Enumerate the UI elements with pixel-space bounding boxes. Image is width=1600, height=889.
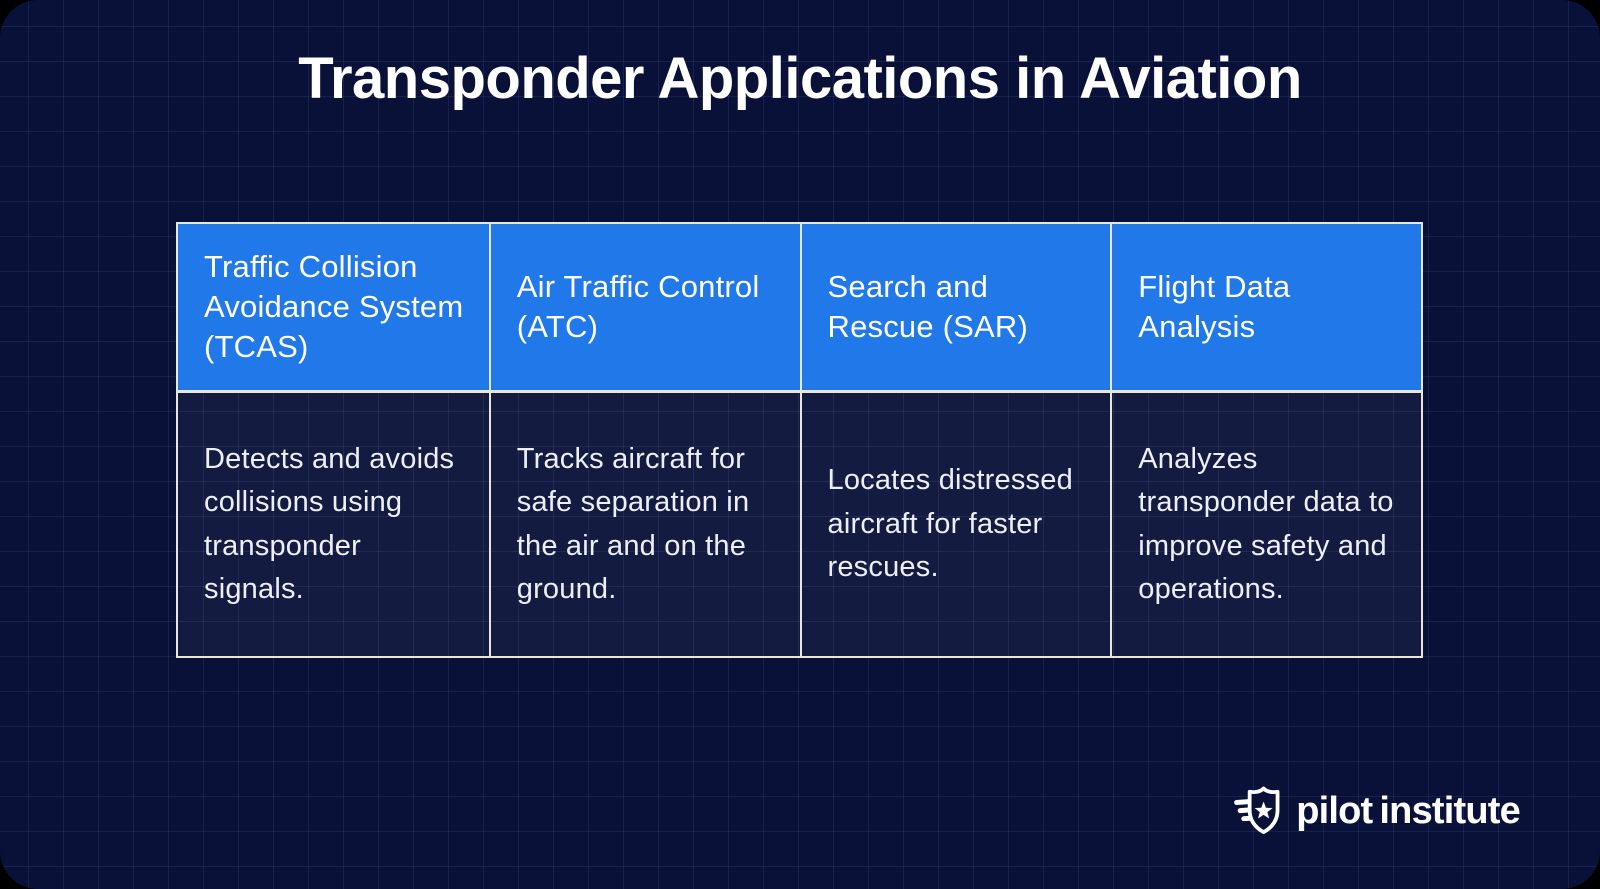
winged-shield-star-icon — [1233, 783, 1287, 839]
body-cell-sar: Locates distressed aircraft for faster r… — [801, 393, 1111, 656]
applications-table: Traffic Collision Avoidance System (TCAS… — [176, 222, 1423, 658]
brand-name-part1: pilot — [1296, 790, 1373, 832]
page-title: Transponder Applications in Aviation — [298, 46, 1302, 111]
brand-name-part2: institute — [1379, 790, 1520, 832]
column-flight-data: Flight Data Analysis Analyzes transponde… — [1110, 224, 1421, 656]
header-cell-tcas: Traffic Collision Avoidance System (TCAS… — [178, 224, 489, 393]
header-cell-atc: Air Traffic Control (ATC) — [490, 224, 800, 393]
header-cell-flight-data: Flight Data Analysis — [1112, 224, 1421, 393]
body-cell-atc: Tracks aircraft for safe separation in t… — [490, 393, 800, 656]
body-cell-flight-data: Analyzes transponder data to improve saf… — [1112, 393, 1421, 656]
column-sar: Search and Rescue (SAR) Locates distress… — [799, 224, 1111, 656]
column-tcas: Traffic Collision Avoidance System (TCAS… — [178, 224, 489, 656]
column-atc: Air Traffic Control (ATC) Tracks aircraf… — [488, 224, 800, 656]
body-cell-tcas: Detects and avoids collisions using tran… — [178, 393, 489, 656]
header-cell-sar: Search and Rescue (SAR) — [801, 224, 1111, 393]
